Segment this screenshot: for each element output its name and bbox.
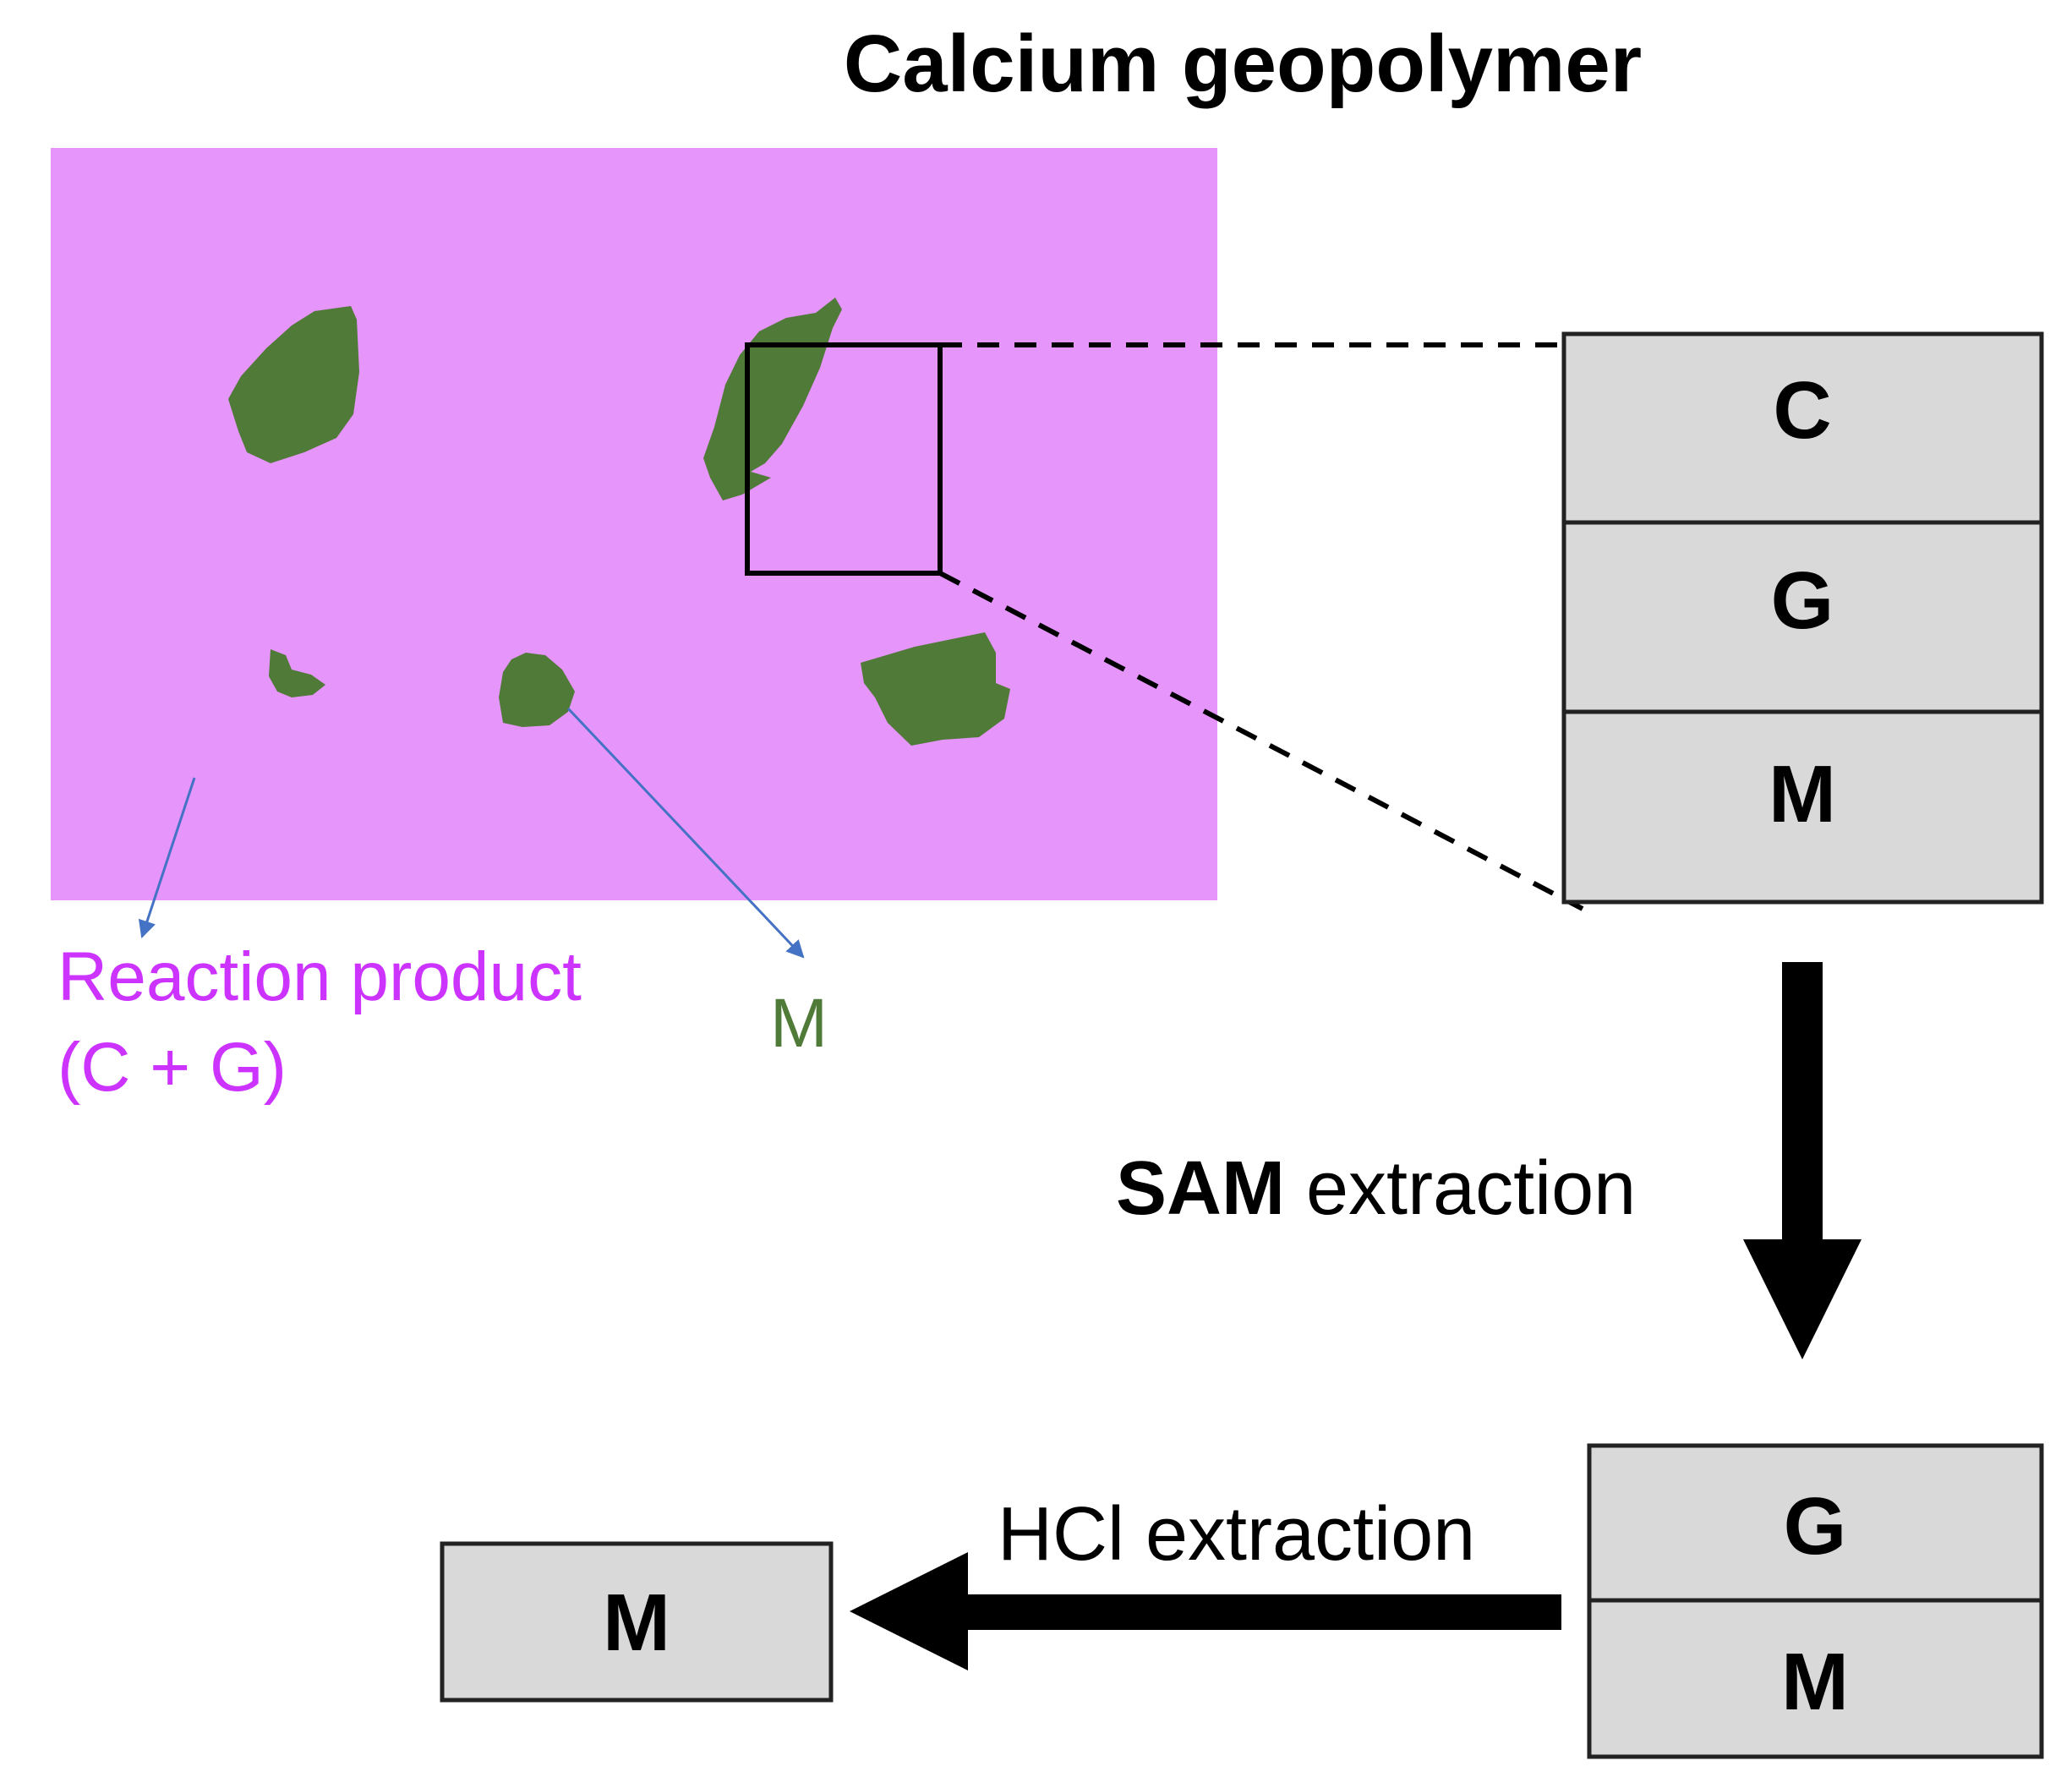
sam-arrow-head (1743, 1239, 1862, 1359)
stack-full-label-c: C (1773, 365, 1831, 456)
particle-1 (228, 306, 359, 463)
particle-5 (861, 632, 1010, 746)
stack-full: C G M (1561, 331, 2044, 905)
stack-full-cell (1561, 709, 2044, 905)
hcl-arrow-head (850, 1552, 968, 1670)
reaction-product-label-line2: (C + G) (57, 1029, 287, 1106)
sam-extraction-label: SAM extraction (1116, 1146, 1636, 1231)
particle-2 (703, 298, 842, 500)
stack-full-cell (1561, 331, 2044, 525)
sam-extraction-label-bold: SAM (1116, 1146, 1285, 1231)
sam-extraction-label-rest: extraction (1285, 1146, 1636, 1231)
reaction-product-pointer (138, 777, 196, 938)
particle-3 (269, 649, 325, 697)
sam-arrow-shaft (1782, 962, 1823, 1241)
stack-full-label-m: M (1769, 749, 1836, 839)
stack-after-sam-cell (1587, 1443, 2044, 1603)
particle-4 (499, 653, 575, 727)
hcl-arrow-shaft (959, 1594, 1561, 1630)
stack-after-sam-label-g: G (1784, 1481, 1847, 1572)
matrix-m-label: M (770, 985, 828, 1062)
stack-after-hcl: M (440, 1541, 834, 1703)
stack-full-label-g: G (1771, 555, 1834, 646)
matrix-pointer (566, 707, 805, 959)
reaction-product-label-line1: Reaction product (57, 938, 582, 1015)
reaction-product-matrix (51, 148, 1217, 900)
stack-after-sam-label-m: M (1781, 1637, 1849, 1727)
zoom-callout-bottom (938, 571, 1584, 911)
stack-after-sam: G M (1587, 1443, 2044, 1759)
stack-after-hcl-cell (440, 1541, 834, 1703)
hcl-extraction-label: HCl extraction (998, 1492, 1475, 1577)
stack-after-hcl-label-m: M (603, 1577, 670, 1668)
diagram-title: Calcium geopolymer (844, 19, 1642, 109)
zoom-region-box (745, 342, 943, 576)
stack-full-cell (1561, 520, 2044, 714)
stack-after-sam-cell (1587, 1598, 2044, 1759)
